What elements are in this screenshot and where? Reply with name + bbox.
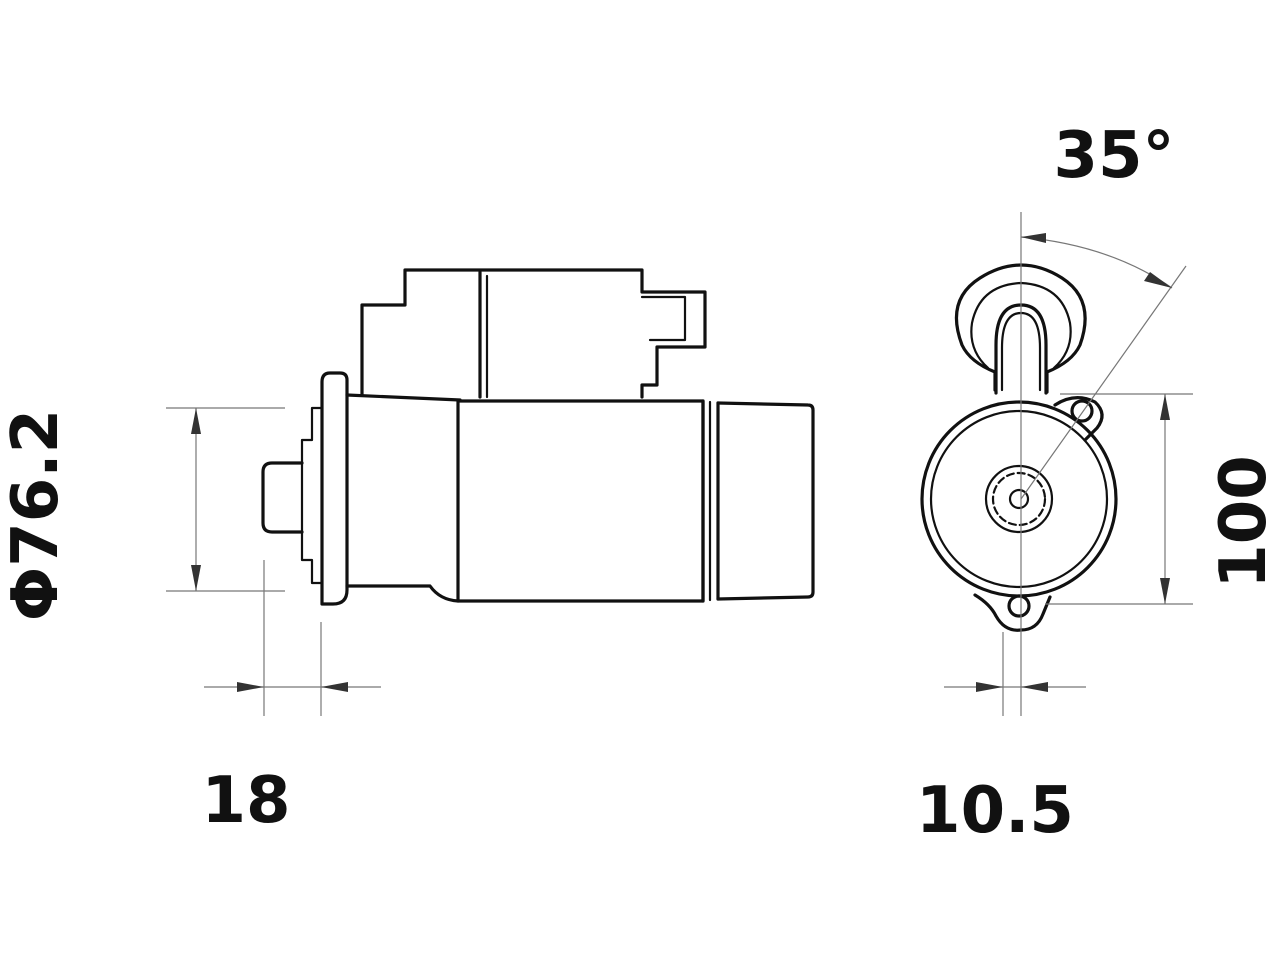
housing-outer — [920, 400, 1118, 598]
solenoid-housing — [360, 268, 707, 399]
front-flange — [320, 371, 349, 606]
housing-inner — [929, 409, 1109, 589]
flange-offset-label: 18 — [201, 764, 290, 838]
height-label: 100 — [1207, 455, 1280, 589]
offset-arrow-left — [237, 682, 264, 692]
pinion-gear-root — [991, 471, 1047, 527]
diameter-label: Φ76.2 — [0, 409, 73, 621]
bolt-offset-label: 10.5 — [916, 774, 1074, 848]
angle-label: 35° — [1053, 119, 1174, 193]
pinion-hub — [1008, 488, 1030, 510]
mount-ear-top — [1053, 396, 1104, 442]
front-view — [920, 212, 1193, 716]
side-view — [166, 268, 815, 716]
mount-ear-bottom — [973, 593, 1052, 632]
pinion-nose — [261, 461, 304, 534]
angle-arrow-right — [1144, 272, 1172, 288]
angle-arrow-left — [1021, 233, 1046, 243]
mount-hole-bottom — [1007, 594, 1031, 618]
end-cap — [716, 401, 815, 601]
height-arrow-bottom — [1160, 578, 1170, 604]
bolt-arrow-right — [1021, 682, 1048, 692]
flange-step — [300, 406, 324, 585]
nose-housing — [345, 393, 462, 603]
diameter-arrow-top — [191, 408, 201, 434]
solenoid-terminal — [640, 295, 687, 342]
height-arrow-top — [1160, 394, 1170, 420]
mount-hole-top — [1070, 399, 1094, 423]
offset-arrow-right — [321, 682, 348, 692]
pinion-gear-outer — [984, 464, 1054, 534]
motor-body — [456, 399, 705, 603]
diameter-arrow-bottom — [191, 565, 201, 591]
angle-ray — [1020, 265, 1187, 500]
bolt-arrow-left — [976, 682, 1003, 692]
